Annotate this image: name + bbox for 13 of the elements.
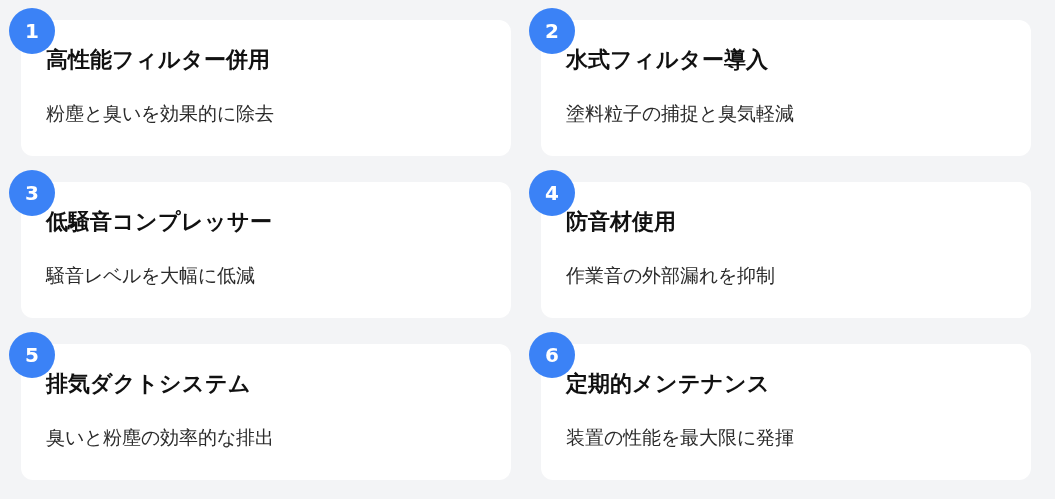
card-description: 粉塵と臭いを効果的に除去 xyxy=(46,101,274,126)
card-description: 装置の性能を最大限に発揮 xyxy=(566,425,794,450)
step-card xyxy=(541,182,1031,318)
card-description: 塗料粒子の捕捉と臭気軽減 xyxy=(566,101,794,126)
number-badge: 2 xyxy=(529,8,575,54)
card-description: 臭いと粉塵の効率的な排出 xyxy=(46,425,274,450)
step-card xyxy=(541,20,1031,156)
card-description: 騒音レベルを大幅に低減 xyxy=(46,263,255,288)
step-card xyxy=(541,344,1031,480)
step-card xyxy=(21,20,511,156)
card-description: 作業音の外部漏れを抑制 xyxy=(566,263,775,288)
step-card xyxy=(21,344,511,480)
step-card xyxy=(21,182,511,318)
